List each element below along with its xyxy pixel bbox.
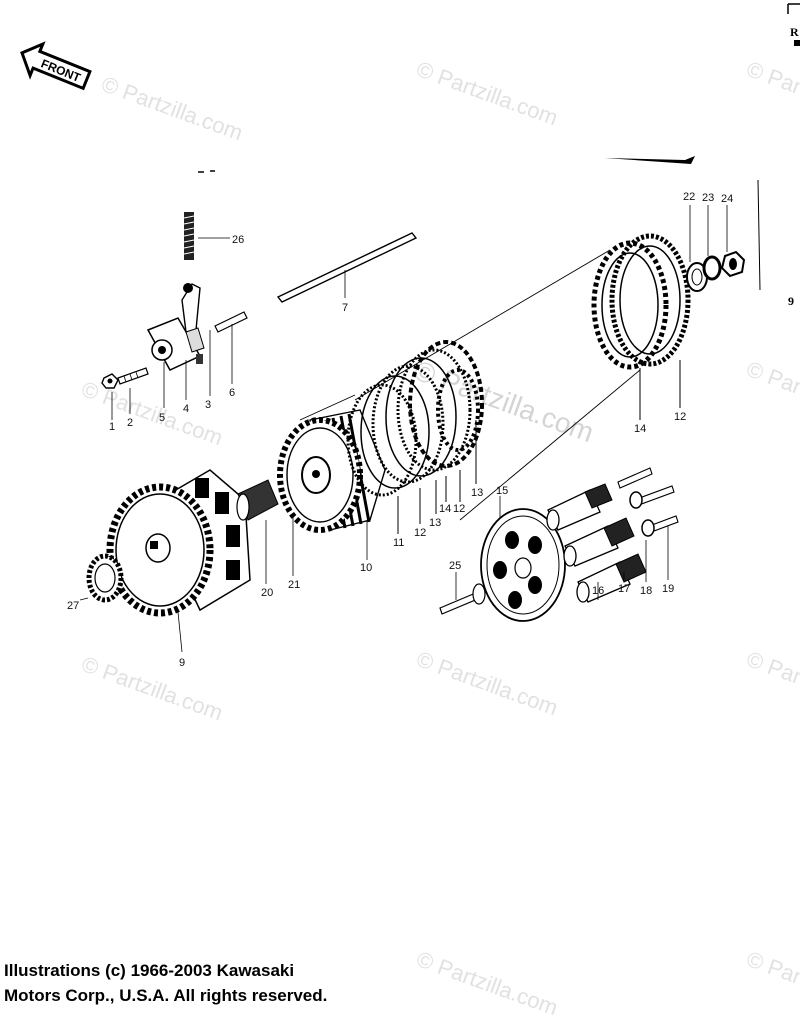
callout-9: 9 <box>179 657 185 669</box>
part-27-gear <box>79 553 124 603</box>
edge-number-9: 9 <box>788 294 794 308</box>
clutch-plate-stack <box>346 340 484 534</box>
watermark-text: © Partzilla.com <box>743 356 800 430</box>
edge-line <box>757 179 761 291</box>
callout-11: 11 <box>393 537 404 549</box>
part-10-clutch-hub <box>277 409 386 560</box>
part-2-screw <box>117 367 149 414</box>
copyright-line-2: Motors Corp., U.S.A. All rights reserved… <box>4 986 328 1005</box>
watermark-text: © Partzilla.com <box>413 946 561 1017</box>
callout-5: 5 <box>159 412 165 424</box>
part-26-bolt <box>183 212 230 260</box>
part-23-washer <box>702 205 722 281</box>
callout-14: 14 <box>439 503 451 515</box>
crop-mark <box>794 40 800 46</box>
watermark-text: © Partzilla.com <box>743 56 800 130</box>
callout-18: 18 <box>640 585 652 597</box>
callout-20: 20 <box>261 587 273 599</box>
perspective-lines <box>299 249 641 521</box>
callout-21: 21 <box>288 579 300 591</box>
callout-13: 13 <box>429 517 441 529</box>
clutch-plate-large <box>591 233 691 420</box>
callout-27: 27 <box>67 600 79 612</box>
callout-24: 24 <box>721 193 733 205</box>
callout-14: 14 <box>634 423 646 435</box>
spring-assemblies <box>546 467 679 603</box>
callout-2: 2 <box>127 417 133 429</box>
callout-6: 6 <box>229 387 235 399</box>
callout-23: 23 <box>702 192 714 204</box>
watermark-text: © Partzilla.com <box>743 946 800 1017</box>
edge-letter-r: R <box>790 25 799 39</box>
callout-10: 10 <box>360 562 372 574</box>
callout-19: 19 <box>662 583 674 595</box>
part-25-rod <box>439 572 486 615</box>
front-arrow-icon: FRONT <box>20 41 92 91</box>
part-7-push-rod <box>276 232 418 303</box>
crop-mark <box>787 3 800 14</box>
watermark-text: © Partzilla.com <box>98 71 246 145</box>
callout-4: 4 <box>183 403 189 415</box>
callout-labels: 1 2 3 4 5 6 7 9 10 11 12 12 12 13 13 14 … <box>67 191 733 669</box>
copyright-line-1: Illustrations (c) 1966-2003 Kawasaki <box>4 961 295 980</box>
callout-1: 1 <box>109 421 115 433</box>
part-15-pressure-plate <box>480 496 566 622</box>
stray-mark <box>198 170 215 173</box>
callout-15: 15 <box>496 485 508 497</box>
part-6-pin <box>214 311 248 384</box>
callout-7: 7 <box>342 302 348 314</box>
watermark-text: © Partzilla.com <box>78 376 226 450</box>
part-24-nut <box>720 205 746 278</box>
release-lever-assembly <box>146 283 211 408</box>
part-22-washer <box>686 205 708 292</box>
copyright-notice: Illustrations (c) 1966-2003 Kawasaki Mot… <box>4 958 424 1008</box>
callout-13: 13 <box>471 487 483 499</box>
callout-3: 3 <box>205 399 211 411</box>
part-20-sleeve <box>236 479 279 584</box>
callout-26: 26 <box>232 234 244 246</box>
callout-12: 12 <box>414 527 426 539</box>
watermark-text: © Partzilla.com <box>413 56 561 130</box>
callout-12: 12 <box>674 411 686 423</box>
watermark-text: © Partzilla.com <box>743 646 800 720</box>
callout-16: 16 <box>592 585 604 597</box>
callout-25: 25 <box>449 560 461 572</box>
watermark-text: © Partzilla.com <box>413 646 561 720</box>
part-9-clutch-housing <box>106 469 251 653</box>
watermark-text: © Partzilla.com <box>410 355 598 449</box>
callout-17: 17 <box>618 583 630 595</box>
part-1-nut <box>101 373 119 420</box>
watermark-text: © Partzilla.com <box>78 651 226 725</box>
callout-22: 22 <box>683 191 695 203</box>
callout-12: 12 <box>453 503 465 515</box>
stray-mark <box>605 156 695 164</box>
